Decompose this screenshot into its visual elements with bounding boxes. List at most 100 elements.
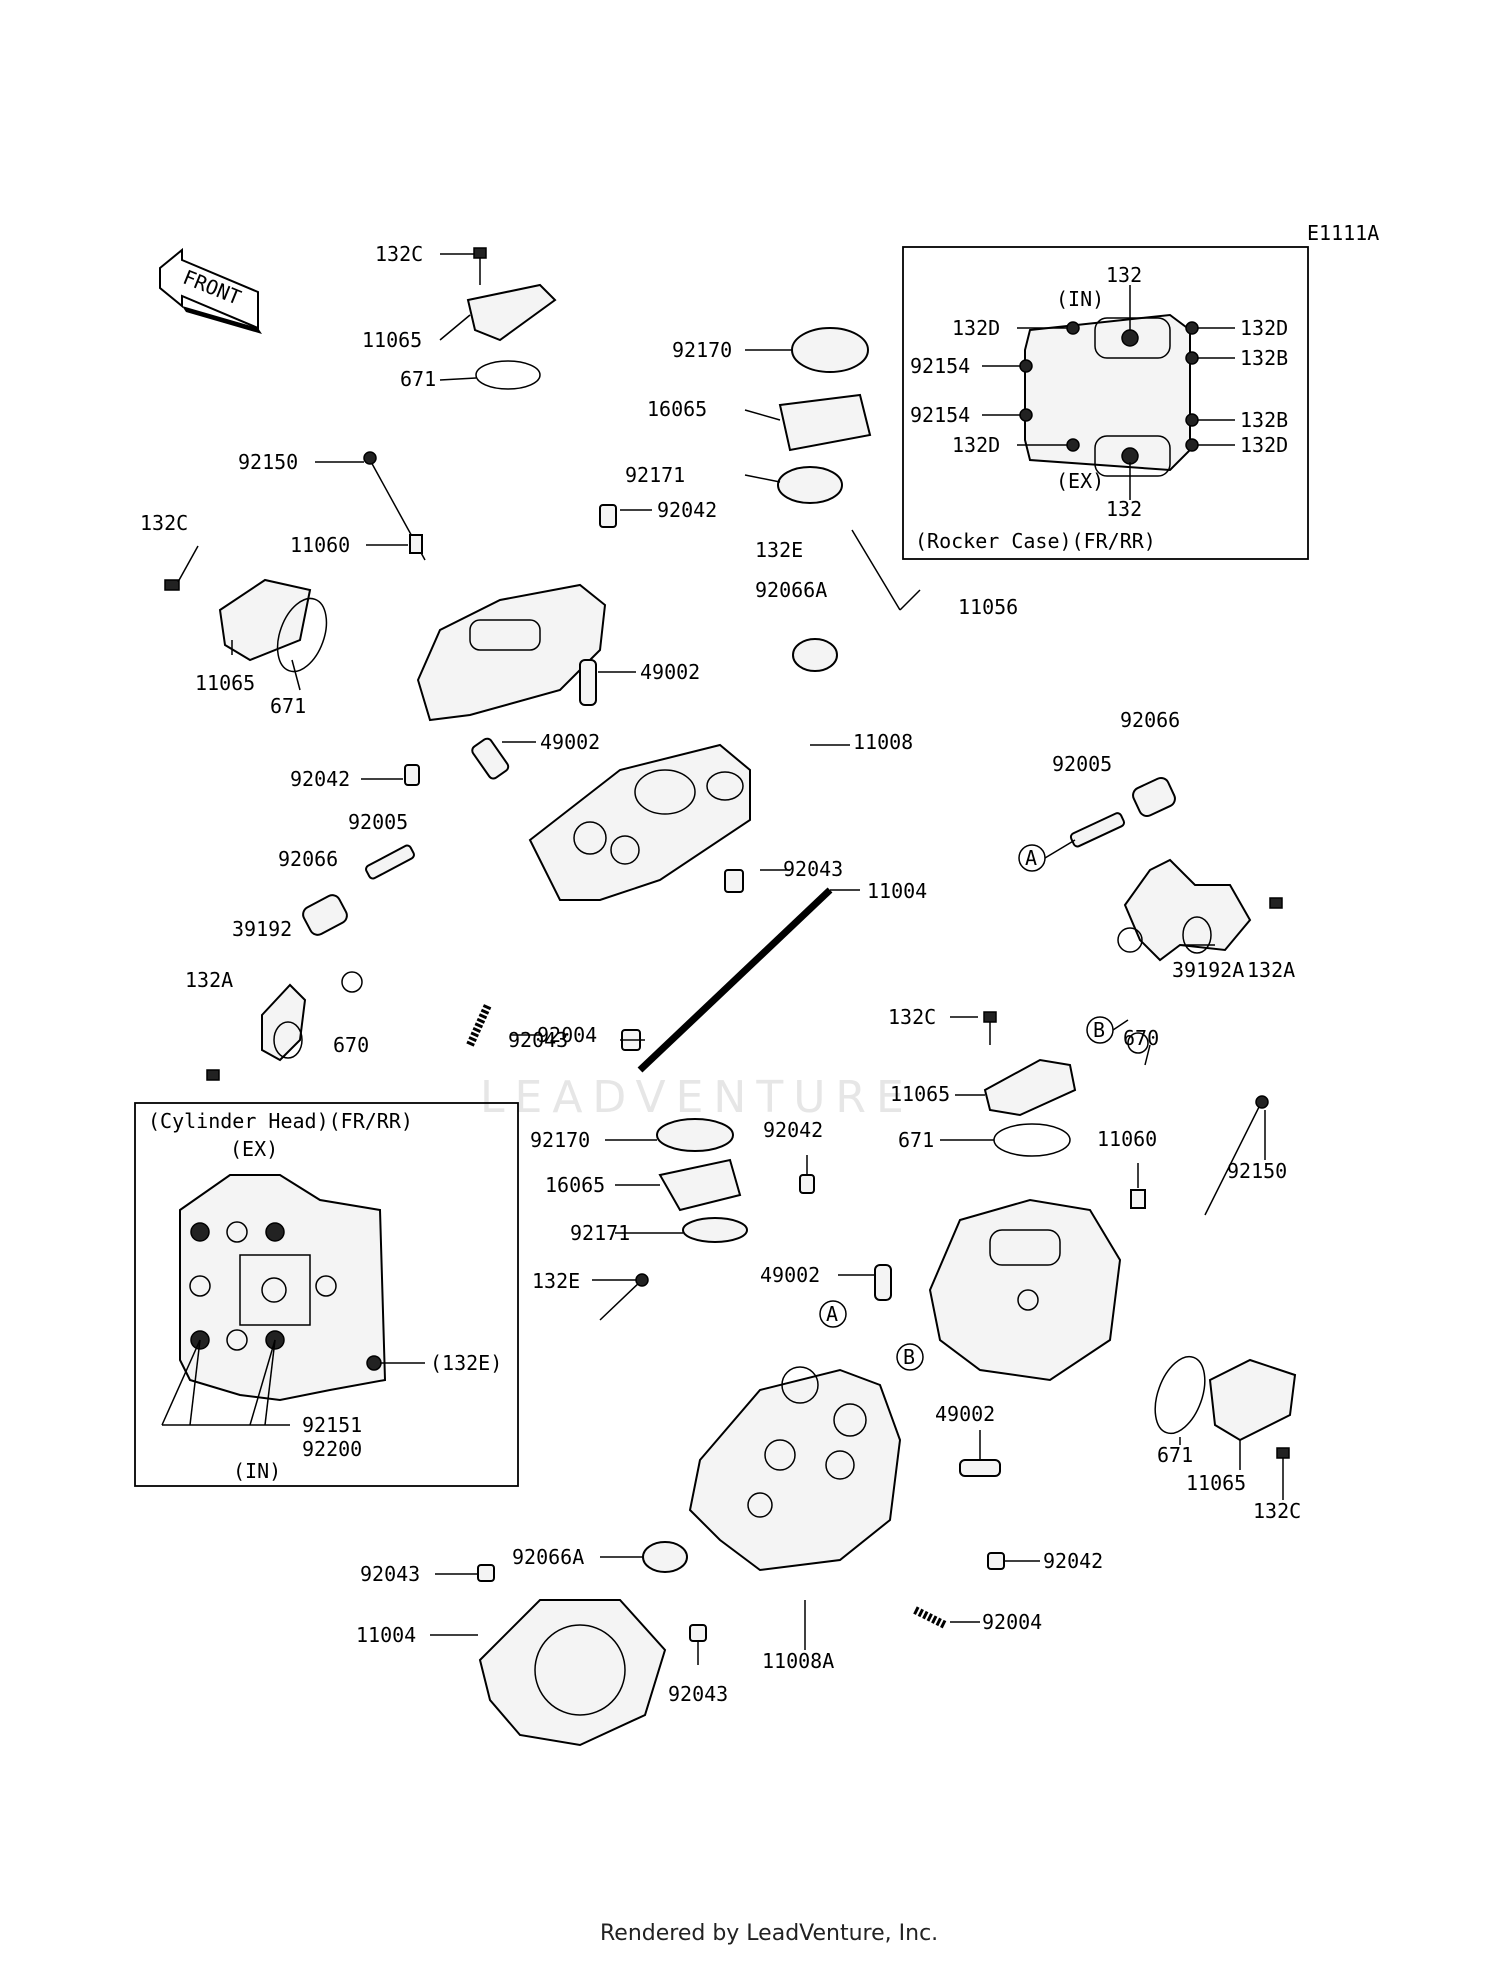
rocker-132b-1: 132B: [1240, 346, 1288, 370]
part-92150-right: 92150: [1227, 1159, 1287, 1183]
part-92005-right: 92005: [1052, 752, 1112, 776]
rocker-top-132: 132: [1106, 263, 1142, 287]
cylinder-head-inset: (Cylinder Head)(FR/RR) (EX) (132E) 92151…: [134, 1102, 519, 1487]
rocker-case-drawing: [1024, 313, 1191, 472]
rocker-bottom-132: 132: [1106, 497, 1142, 521]
intake-16065-bot: [658, 1158, 742, 1212]
diagram-code: E1111A: [1307, 221, 1379, 245]
callout-a-1: A: [1025, 846, 1037, 870]
part-132c-mid: 132C: [888, 1005, 936, 1029]
part-11004-top: 11004: [867, 879, 927, 903]
part-labels: 132C 11065 671 92170 16065 92171 92150 9…: [140, 242, 1301, 1706]
part-11008: 11008: [853, 730, 913, 754]
part-92150-left: 92150: [238, 450, 298, 474]
cover-11065-bot: [1208, 1358, 1297, 1442]
rocker-132d-tl: 132D: [952, 316, 1000, 340]
part-670-left: 670: [333, 1033, 369, 1057]
part-92005-left: 92005: [348, 810, 408, 834]
part-132c-bot: 132C: [1253, 1499, 1301, 1523]
part-92171-top: 92171: [625, 463, 685, 487]
head-cover-upper: [416, 583, 607, 722]
part-92043-d: 92043: [668, 1682, 728, 1706]
part-11065-top: 11065: [362, 328, 422, 352]
part-92170-top: 92170: [672, 338, 732, 362]
footer-credit: Rendered by LeadVenture, Inc.: [600, 1921, 938, 1946]
part-92043-c: 92043: [360, 1562, 420, 1586]
part-92004-bot: 92004: [982, 1610, 1042, 1634]
seal-92066a-top: [792, 638, 838, 672]
part-132a-left: 132A: [185, 968, 233, 992]
rocker-132d-br: 132D: [1240, 433, 1288, 457]
part-132c-top: 132C: [375, 242, 423, 266]
cylinder-inset-frame: [134, 1102, 519, 1487]
rocker-inset-frame: [902, 246, 1309, 560]
part-49002-c: 49002: [760, 1263, 820, 1287]
fitting-39192a: [1123, 858, 1252, 962]
band-92171-top: [777, 466, 843, 504]
part-92042-left: 92042: [290, 767, 350, 791]
part-11065-mid: 11065: [890, 1082, 950, 1106]
cylinder-ex-label: (EX): [230, 1137, 278, 1161]
seal-92066a-bot: [642, 1541, 688, 1573]
cylinder-inset-title: (Cylinder Head)(FR/RR): [148, 1109, 413, 1133]
part-671-top: 671: [400, 367, 436, 391]
gasket-11004-bot: [478, 1599, 667, 1747]
part-92043-a: 92043: [783, 857, 843, 881]
callout-b-1: B: [1093, 1018, 1105, 1042]
part-16065-bot: 16065: [545, 1173, 605, 1197]
part-49002-b: 49002: [540, 730, 600, 754]
part-92042-bot: 92042: [1043, 1549, 1103, 1573]
part-11060-right: 11060: [1097, 1127, 1157, 1151]
band-92170-bot: [656, 1118, 734, 1152]
intake-16065-top: [778, 393, 872, 452]
cover-11065-mid: [983, 1058, 1077, 1117]
part-132e-bot: 132E: [532, 1269, 580, 1293]
callout-b-2: B: [903, 1345, 915, 1369]
rocker-92154-1: 92154: [910, 354, 970, 378]
front-arrow-icon: FRONT: [159, 247, 262, 334]
cylinder-92200-label: 92200: [302, 1437, 362, 1461]
rocker-ex-label: (EX): [1056, 469, 1104, 493]
part-92042-mid: 92042: [763, 1118, 823, 1142]
rocker-in-label: (IN): [1056, 287, 1104, 311]
part-671-left: 671: [270, 694, 306, 718]
part-92066-right: 92066: [1120, 708, 1180, 732]
part-132a-right: 132A: [1247, 958, 1295, 982]
part-11004-bot: 11004: [356, 1623, 416, 1647]
cylinder-head-drawing: [179, 1174, 387, 1402]
band-92171-bot: [682, 1217, 748, 1243]
part-92170-bot: 92170: [530, 1128, 590, 1152]
cylinder-92151-label: 92151: [302, 1413, 362, 1437]
band-92170-top: [791, 327, 869, 373]
part-11065-bot: 11065: [1186, 1471, 1246, 1495]
part-92066a-top: 92066A: [755, 578, 827, 602]
part-92066-left: 92066: [278, 847, 338, 871]
cylinder-in-label: (IN): [233, 1459, 281, 1483]
part-49002-a: 49002: [640, 660, 700, 684]
cover-11065-top: [466, 283, 557, 342]
part-11056: 11056: [958, 595, 1018, 619]
part-92171-bot: 92171: [570, 1221, 630, 1245]
part-132e-top: 132E: [755, 538, 803, 562]
rocker-92154-2: 92154: [910, 403, 970, 427]
part-49002-d: 49002: [935, 1402, 995, 1426]
part-671-mid: 671: [898, 1128, 934, 1152]
part-92042-top: 92042: [657, 498, 717, 522]
part-16065-top: 16065: [647, 397, 707, 421]
part-92066a-bot: 92066A: [512, 1545, 584, 1569]
cylinder-head-11008: [528, 743, 751, 901]
part-132c-left: 132C: [140, 511, 188, 535]
part-11008a: 11008A: [762, 1649, 834, 1673]
cylinder-132e-label: (132E): [430, 1351, 502, 1375]
rocker-132d-bl: 132D: [952, 433, 1000, 457]
cylinder-head-11008a: [688, 1368, 902, 1572]
callout-a-2: A: [826, 1302, 838, 1326]
rocker-132b-2: 132B: [1240, 408, 1288, 432]
part-11060-left: 11060: [290, 533, 350, 557]
watermark: LEADVENTURE: [480, 1072, 914, 1123]
rear-head-group: A B: [430, 1011, 1297, 1747]
part-92004-top: 92004: [537, 1023, 597, 1047]
rocker-132d-tr: 132D: [1240, 316, 1288, 340]
part-92043-b: 92043: [508, 1028, 568, 1052]
